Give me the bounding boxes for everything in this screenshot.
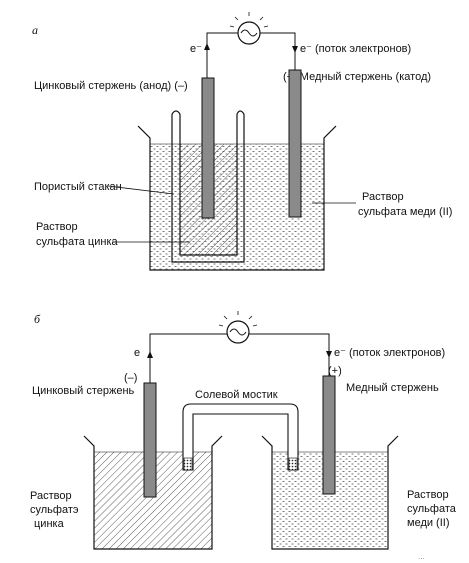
arrow-up-a — [204, 43, 210, 50]
zinc-solution-label-b-2: сульфатэ — [30, 504, 79, 516]
copper-rod-b — [322, 375, 336, 495]
copper-solution-label-b-3: меди (II) — [407, 517, 450, 529]
bulb-icon — [229, 12, 269, 45]
minus-sign-b: (–) — [124, 372, 137, 384]
arrow-up-b — [147, 351, 153, 358]
panel-a-letter: а — [32, 23, 38, 37]
bulb-icon-b — [218, 311, 258, 344]
plus-sign-b: (+) — [328, 365, 342, 377]
arrow-down-b — [326, 351, 332, 358]
footer-fragment: ... — [418, 552, 425, 561]
porous-cup — [171, 114, 245, 263]
zinc-rod-label-b: Цинковый стержень — [32, 385, 135, 397]
arrow-down-a — [292, 46, 298, 53]
zinc-solution-label-b-3: цинка — [34, 518, 65, 530]
panel-b: б e e⁻ (поток электронов) (–) (+) Цинков… — [30, 311, 457, 561]
electron-left-a: e⁻ — [190, 43, 202, 55]
beaker-left-b — [83, 435, 223, 550]
panel-a: а e⁻ e⁻ (поток электронов) Цинковый стер… — [32, 12, 452, 271]
beaker-right-b — [261, 435, 399, 550]
zinc-rod-b — [143, 382, 157, 498]
copper-solution-label-a-1: Раствор — [362, 191, 404, 203]
porous-cup-label: Пористый стакан — [34, 181, 122, 193]
copper-solution-label-b-2: сульфата — [407, 503, 457, 515]
copper-solution-label-b-1: Раствор — [407, 489, 449, 501]
wire-circuit-a — [206, 32, 296, 78]
beaker-a — [137, 125, 337, 271]
copper-solution-label-a-2: сульфата меди (II) — [358, 206, 452, 218]
cathode-label: (+) Медный стержень (катод) — [283, 71, 431, 83]
electron-left-b: e — [134, 347, 140, 359]
zinc-solution-label-b-1: Раствор — [30, 490, 72, 502]
electron-flow-label-b: e⁻ (поток электронов) — [334, 347, 445, 359]
copper-rod-label-b: Медный стержень — [346, 382, 439, 394]
electron-flow-label-a: e⁻ (поток электронов) — [300, 43, 411, 55]
wire-circuit-b — [149, 333, 330, 383]
copper-rod-a — [288, 69, 302, 218]
salt-bridge-label: Солевой мостик — [195, 389, 278, 401]
anode-label: Цинковый стержень (анод) (–) — [34, 80, 188, 92]
salt-bridge-plug-left — [183, 457, 193, 471]
zinc-solution-label-a-1: Раствор — [36, 221, 78, 233]
panel-b-letter: б — [34, 312, 41, 326]
zinc-rod-a — [201, 77, 215, 219]
salt-bridge-plug-right — [288, 457, 298, 471]
zinc-solution-label-a-2: сульфата цинка — [36, 236, 118, 248]
